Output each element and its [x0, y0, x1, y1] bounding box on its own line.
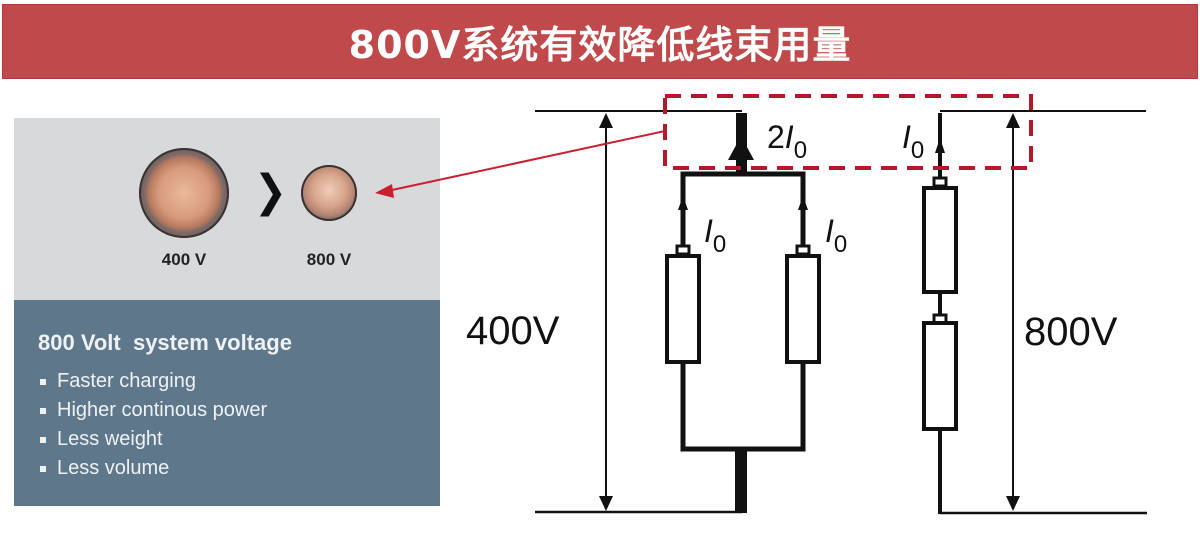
- list-item: Faster charging: [38, 367, 267, 396]
- cell-terminal: [675, 244, 691, 256]
- branch-arrow-icon: [678, 196, 688, 210]
- battery-cell-icon: [922, 321, 958, 431]
- highlight-dashed-box: [663, 94, 1033, 170]
- bullet-icon: [40, 436, 46, 443]
- right-circuit-800v: 800V I0: [902, 110, 1147, 515]
- cable-400v-icon: [139, 148, 229, 238]
- arrow-up-icon: [599, 113, 613, 128]
- bullet-icon: [40, 407, 46, 414]
- title-banner: 800V系统有效降低线束用量: [2, 4, 1198, 79]
- greater-than-chevron-icon: ❯: [253, 167, 288, 216]
- left-circuit-400v: 400V 2I0 I0 I0: [466, 110, 847, 514]
- bullet-icon: [40, 465, 46, 472]
- battery-cell-icon: [665, 254, 701, 364]
- cable-800v-label: 800 V: [306, 250, 352, 269]
- series-current-arrow-icon: [935, 138, 945, 153]
- current-label-2I0: 2I0: [767, 119, 807, 164]
- voltage-label-400v: 400V: [466, 309, 560, 353]
- current-label-I0: I0: [902, 119, 924, 164]
- branch-bottom-wires: [680, 362, 806, 452]
- cell-terminal: [795, 244, 811, 256]
- current-label-I0: I0: [704, 213, 726, 258]
- cell-terminal: [932, 176, 948, 188]
- arrow-up-icon: [1006, 113, 1020, 128]
- info-panel-title: 800 Volt system voltage: [38, 330, 292, 355]
- cable-400v-label: 400 V: [161, 250, 207, 269]
- main-current-arrow-icon: [728, 136, 754, 160]
- arrow-down-icon: [1006, 496, 1020, 511]
- voltage-label-800v: 800V: [1024, 310, 1118, 354]
- current-label-I0: I0: [825, 213, 847, 258]
- benefits-list: Faster charging Higher continous power L…: [38, 367, 267, 483]
- branch-top-wires: [680, 171, 806, 256]
- main-conductor-bottom: [735, 448, 747, 513]
- callout-arrowhead-icon: [375, 184, 394, 198]
- list-item: Higher continous power: [38, 396, 267, 425]
- battery-cell-icon: [922, 186, 958, 294]
- cable-comparison-panel: [14, 118, 440, 300]
- battery-cell-icon: [785, 254, 821, 364]
- callout-arrow-line: [391, 130, 666, 191]
- list-item: Less volume: [38, 454, 267, 483]
- cable-800v-icon: [301, 165, 357, 221]
- info-panel: 800 Volt system voltage Faster charging …: [14, 300, 440, 506]
- list-item: Less weight: [38, 425, 267, 454]
- arrow-down-icon: [599, 496, 613, 511]
- branch-arrow-icon: [798, 196, 808, 210]
- page-title: 800V系统有效降低线束用量: [348, 23, 852, 67]
- bullet-icon: [40, 378, 46, 385]
